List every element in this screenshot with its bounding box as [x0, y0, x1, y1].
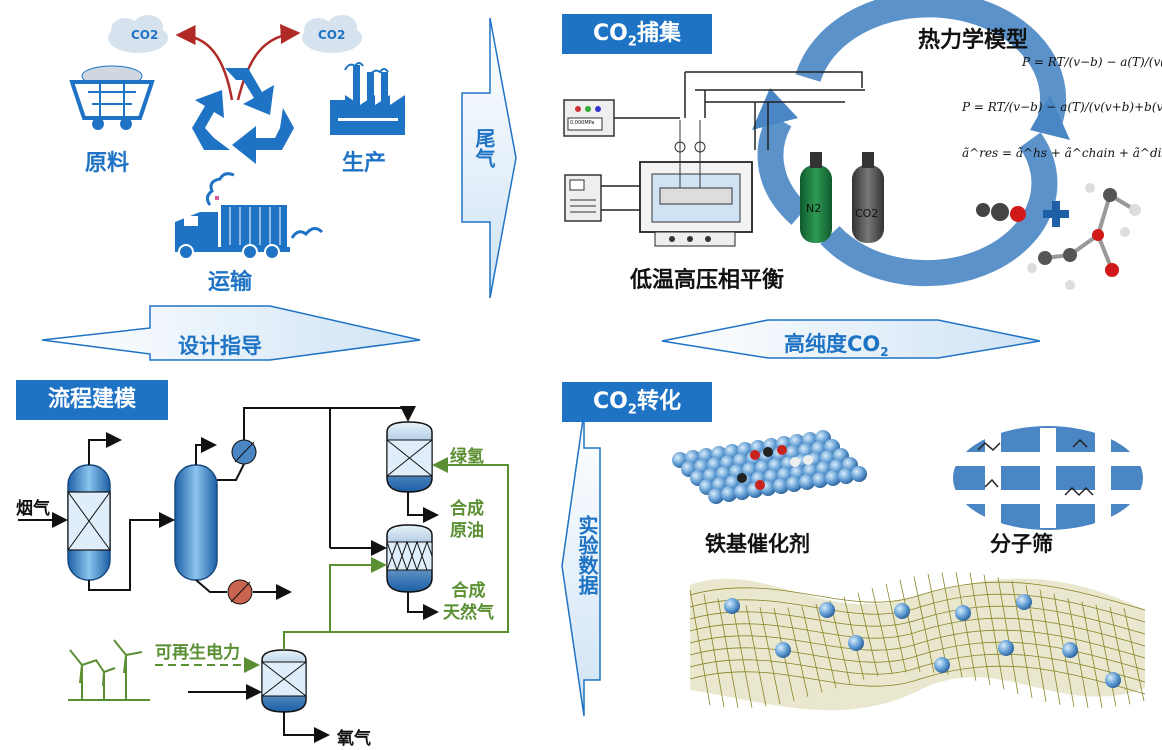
- thermo-model-title: 热力学模型: [918, 28, 1029, 53]
- co-molecule-icon: [976, 203, 1026, 222]
- design-guidance-label: 设计指导: [178, 334, 262, 358]
- co2-cloud-left-icon: [108, 15, 168, 53]
- phase-equilibrium-label: 低温高压相平衡: [630, 268, 785, 293]
- high-purity-arrow: [661, 319, 1041, 359]
- equation-3: ã^res = ã^hs + ã^chain + ã^disp + ã^asso…: [962, 146, 1162, 160]
- co2-cloud-left-label: CO2: [131, 28, 159, 42]
- tail-gas-arrow: [461, 17, 517, 299]
- synthetic-crude-label: 合成原油: [450, 499, 484, 541]
- equation-1: P = RT/(v−b) − a(T)/(v(v+b)): [1022, 55, 1162, 69]
- oxygen-label: 氧气: [337, 729, 371, 749]
- green-hydrogen-label: 绿氢: [450, 447, 484, 467]
- production-label: 生产: [342, 151, 387, 176]
- reactor-1-graphic: [386, 421, 433, 493]
- molecular-sieve-label: 分子筛: [990, 532, 1053, 556]
- co2-cloud-right-icon: [302, 15, 362, 53]
- co2-conversion-tag: CO2转化: [562, 382, 712, 422]
- factory-icon: [330, 62, 405, 135]
- graphene-sheet-graphic: [689, 571, 1146, 711]
- tail-gas-label: 尾气: [472, 128, 496, 168]
- plus-icon: [1043, 201, 1069, 227]
- recycle-icon: [192, 68, 294, 164]
- equation-2: P = RT/(v−b) − a(T)/(v(v+b)+b(v−b)): [962, 100, 1162, 114]
- high-purity-label: 高纯度CO2: [784, 332, 889, 360]
- iron-catalyst-graphic: [672, 430, 867, 504]
- synthetic-gas-label: 合成天然气: [443, 581, 494, 623]
- reactor-2-graphic: [386, 524, 433, 593]
- capture-apparatus-graphic: [563, 0, 1141, 290]
- experimental-data-arrow: [561, 411, 601, 717]
- co2-capture-tag: CO2捕集: [562, 14, 712, 54]
- mine-cart-icon: [69, 65, 155, 130]
- design-guidance-arrow: [41, 305, 421, 361]
- truck-icon: [175, 172, 324, 260]
- process-modeling-tag: 流程建模: [16, 380, 168, 420]
- panel-display: 0.000MPa: [570, 120, 595, 126]
- molecular-sieve-graphic: [953, 426, 1143, 530]
- co2-cloud-right-label: CO2: [318, 28, 346, 42]
- carbon-cycle-graphic: [69, 15, 405, 260]
- cylinder-co2-label: CO2: [855, 207, 879, 220]
- raw-material-label: 原料: [85, 151, 130, 176]
- wind-turbine-icon: [68, 639, 150, 701]
- flue-gas-label: 烟气: [16, 499, 50, 519]
- iron-catalyst-label: 铁基催化剂: [705, 532, 810, 556]
- renewable-power-label: 可再生电力: [155, 643, 240, 663]
- cylinder-n2-label: N2: [806, 202, 822, 215]
- electrolyzer-graphic: [261, 649, 307, 713]
- process-flowsheet: [18, 406, 509, 743]
- transport-label: 运输: [208, 270, 253, 295]
- experimental-data-label: 实验数据: [575, 515, 599, 595]
